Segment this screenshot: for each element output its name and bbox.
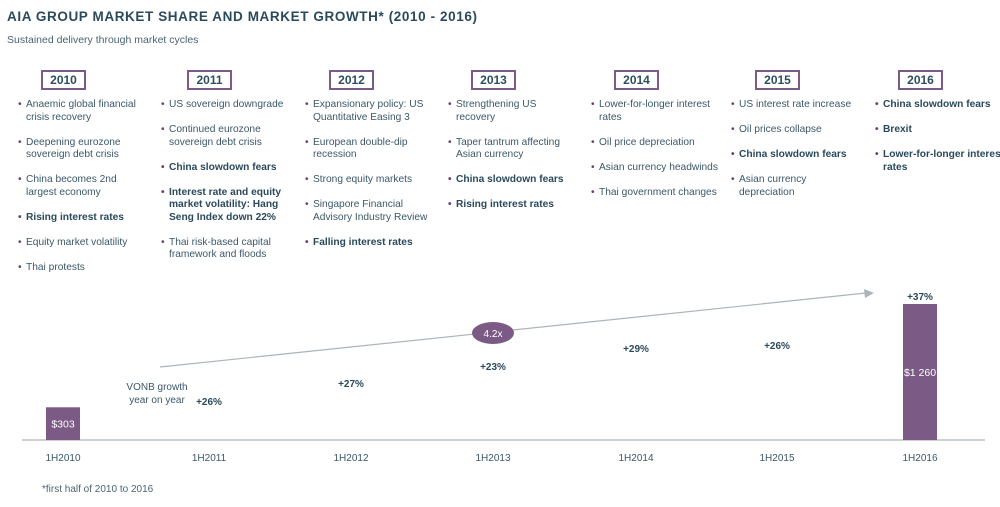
x-tick-label: 1H2015 <box>759 453 794 464</box>
year-box-2013: 2013 <box>471 70 516 90</box>
growth-label: +26% <box>764 341 790 352</box>
timeline-event: Singapore Financial Advisory Industry Re… <box>305 199 435 224</box>
bar-value-label: $303 <box>51 419 75 431</box>
multiplier-bubble <box>472 322 514 344</box>
year-box-2015: 2015 <box>755 70 800 90</box>
timeline-event: Thai protests <box>18 262 148 275</box>
x-tick-label: 1H2016 <box>902 453 937 464</box>
bar-1H2016 <box>903 304 937 440</box>
timeline-event: Taper tantrum affecting Asian currency <box>448 137 578 162</box>
growth-label: +37% <box>907 292 933 303</box>
footnote: *first half of 2010 to 2016 <box>42 484 154 495</box>
growth-label: +29% <box>623 344 649 355</box>
timeline-column-2012: Expansionary policy: US Quantitative Eas… <box>305 99 435 262</box>
timeline-event: China slowdown fears <box>161 162 291 175</box>
timeline-event: Interest rate and equity market volatili… <box>161 187 291 225</box>
timeline-event: Thai risk-based capital framework and fl… <box>161 237 291 262</box>
growth-label: +26% <box>196 397 222 408</box>
year-box-2016: 2016 <box>898 70 943 90</box>
vonb-label: VONB growth year on year <box>126 382 188 406</box>
timeline-event: Continued eurozone sovereign debt crisis <box>161 124 291 149</box>
timeline-event: Lower-for-longer interest rates <box>875 149 1000 174</box>
x-tick-label: 1H2012 <box>333 453 368 464</box>
timeline-event: China becomes 2nd largest economy <box>18 174 148 199</box>
x-tick-label: 1H2013 <box>475 453 510 464</box>
timeline-column-2016: China slowdown fearsBrexitLower-for-long… <box>875 99 1000 187</box>
timeline-event: Oil price depreciation <box>591 137 721 150</box>
timeline-event: Lower-for-longer interest rates <box>591 99 721 124</box>
timeline-event: US sovereign downgrade <box>161 99 291 112</box>
timeline-event: Brexit <box>875 124 1000 137</box>
page-subtitle: Sustained delivery through market cycles <box>7 34 199 46</box>
timeline-event: Strong equity markets <box>305 174 435 187</box>
year-box-2012: 2012 <box>329 70 374 90</box>
year-box-2010: 2010 <box>41 70 86 90</box>
timeline-column-2013: Strengthening US recoveryTaper tantrum a… <box>448 99 578 224</box>
timeline-column-2015: US interest rate increaseOil prices coll… <box>731 99 861 212</box>
trend-arrowhead <box>864 289 874 298</box>
timeline-event: Strengthening US recovery <box>448 99 578 124</box>
timeline-event: Falling interest rates <box>305 237 435 250</box>
timeline-event: Expansionary policy: US Quantitative Eas… <box>305 99 435 124</box>
timeline-event: China slowdown fears <box>731 149 861 162</box>
timeline-event: China slowdown fears <box>875 99 1000 112</box>
timeline-column-2010: Anaemic global financial crisis recovery… <box>18 99 148 287</box>
timeline-event: Oil prices collapse <box>731 124 861 137</box>
year-box-2011: 2011 <box>187 70 232 90</box>
timeline-event: European double-dip recession <box>305 137 435 162</box>
multiplier-label: 4.2x <box>484 329 503 340</box>
bar-1H2010 <box>46 407 80 440</box>
page-title: AIA GROUP MARKET SHARE AND MARKET GROWTH… <box>7 9 478 24</box>
timeline-column-2014: Lower-for-longer interest ratesOil price… <box>591 99 721 212</box>
timeline-event: Equity market volatility <box>18 237 148 250</box>
timeline-event: Anaemic global financial crisis recovery <box>18 99 148 124</box>
timeline-event: China slowdown fears <box>448 174 578 187</box>
timeline-event: Asian currency headwinds <box>591 162 721 175</box>
x-tick-label: 1H2011 <box>192 453 227 464</box>
timeline-event: Rising interest rates <box>18 212 148 225</box>
timeline-event: US interest rate increase <box>731 99 861 112</box>
x-tick-label: 1H2014 <box>618 453 653 464</box>
timeline-column-2011: US sovereign downgradeContinued eurozone… <box>161 99 291 274</box>
timeline-event: Asian currency depreciation <box>731 174 861 199</box>
x-tick-label: 1H2010 <box>45 453 80 464</box>
growth-label: +27% <box>338 379 364 390</box>
year-box-2014: 2014 <box>614 70 659 90</box>
timeline-event: Deepening eurozone sovereign debt crisis <box>18 137 148 162</box>
growth-label: +23% <box>480 362 506 373</box>
timeline-event: Rising interest rates <box>448 199 578 212</box>
timeline-event: Thai government changes <box>591 187 721 200</box>
bar-value-label: $1 260 <box>904 367 936 379</box>
